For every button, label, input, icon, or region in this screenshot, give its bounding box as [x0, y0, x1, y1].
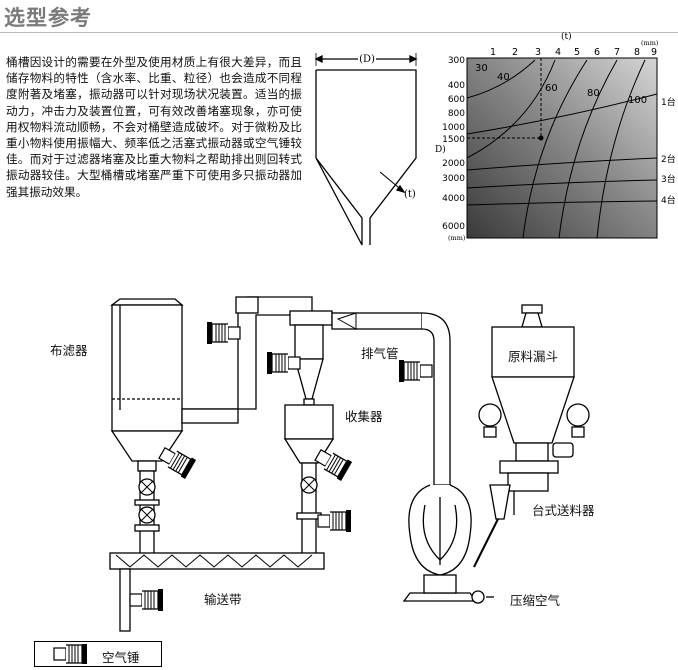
vibrator-count-labels: 1台 2台 3台 4台: [661, 96, 676, 206]
d-tick: 400: [448, 81, 465, 91]
curve-label: 30: [475, 63, 488, 74]
t-tick: 7: [614, 47, 620, 58]
d-axis-label: D): [435, 144, 446, 155]
curve-label: 100: [628, 95, 647, 106]
curve-label: 40: [497, 72, 510, 83]
bucket-elevator: [402, 484, 494, 604]
rotary-vibrator: [566, 403, 590, 427]
t-tick: 2: [512, 47, 518, 58]
rotary-vibrator: [478, 403, 502, 427]
air-hammer: [317, 509, 352, 533]
bag-filter: [110, 298, 184, 562]
curve-label: 60: [545, 83, 558, 94]
hopper-outline: [315, 69, 417, 246]
cyclone-collector: [283, 310, 335, 562]
duct-elbow: [235, 296, 259, 314]
t-tick: 9: [651, 47, 657, 58]
example-point: [538, 135, 544, 141]
label-collector: 收集器: [345, 409, 383, 424]
raw-material-hopper: [473, 304, 590, 568]
curve-value-labels: 30 40 60 80 100: [475, 63, 647, 106]
curve-80: [558, 59, 618, 239]
t-tick: 1: [490, 47, 496, 58]
air-hammer: [129, 588, 164, 612]
selection-chart: (t) (mm) 1 2 3 4 5 6 7 8 9 300 400 600 8…: [435, 31, 676, 242]
band-4: [466, 200, 658, 206]
label-exhaust-pipe: 排气管: [361, 346, 399, 361]
d-tick: 1000: [442, 123, 465, 133]
band-1: [466, 93, 658, 135]
curve-label: 80: [587, 88, 600, 99]
feeder-chute: [489, 484, 511, 520]
air-hammer: [398, 359, 433, 383]
label-compressed-air: 压缩空气: [510, 593, 561, 608]
d-axis-unit: (mm): [448, 234, 466, 242]
d-tick: 600: [448, 95, 465, 105]
t-tick: 6: [594, 47, 600, 58]
t-tick: 5: [574, 47, 580, 58]
count-label: 4台: [661, 194, 676, 206]
d-tick: 4000: [442, 194, 465, 204]
count-label: 3台: [661, 173, 676, 185]
label-table-feeder: 台式送料器: [532, 503, 595, 518]
t-axis-ticks: 1 2 3 4 5 6 7 8 9: [490, 47, 657, 58]
conveyor-belt: [109, 552, 325, 632]
d-tick: 3000: [442, 174, 465, 184]
curve-100: [596, 59, 646, 239]
hopper-diagram: (D) (t): [314, 52, 418, 246]
t-tick: 4: [555, 47, 561, 58]
t-tick: 8: [634, 47, 640, 58]
selection-description: 桶槽因设计的需要在外型及使用材质上有很大差异，而且储存物料的特性（含水率、比重、…: [6, 55, 302, 199]
d-tick: 1500: [442, 135, 465, 145]
label-raw-hopper: 原料漏斗: [508, 349, 558, 364]
label-conveyor: 输送带: [204, 592, 242, 607]
count-label: 1台: [661, 96, 676, 108]
legend-box: [34, 641, 162, 667]
page-title: 选型参考: [4, 6, 92, 30]
band-2: [466, 157, 658, 171]
curve-60: [522, 59, 588, 239]
t-axis-label: (t): [561, 31, 572, 42]
title-divider: [0, 32, 678, 33]
curve-40: [466, 59, 556, 159]
hopper-d-label: (D): [359, 54, 375, 65]
process-diagram: 布滤器 排气管 收集器 原料漏斗 台式送料器 输送带 压缩空气: [50, 296, 595, 632]
band-3: [466, 179, 658, 189]
d-axis-ticks: 300 400 600 800 1000 1500 2000 3000 4000…: [442, 56, 465, 232]
chart-plot-area: [466, 57, 658, 239]
d-tick: 800: [448, 109, 465, 119]
duct-to-elevator: [421, 312, 451, 486]
d-tick: 2000: [442, 159, 465, 169]
count-label: 2台: [661, 153, 676, 165]
duct-inlet: [181, 408, 239, 424]
t-axis-unit: (mm): [641, 39, 659, 47]
label-bag-filter: 布滤器: [50, 343, 88, 358]
legend-label: 空气锤: [102, 650, 140, 665]
t-tick: 3: [535, 47, 541, 58]
air-hammer: [206, 321, 241, 345]
d-tick: 300: [448, 56, 465, 66]
d-tick: 6000: [442, 222, 465, 232]
hopper-t-label: (t): [404, 189, 416, 200]
curve-30: [466, 59, 536, 99]
legend-air-hammer-icon: [53, 644, 87, 664]
